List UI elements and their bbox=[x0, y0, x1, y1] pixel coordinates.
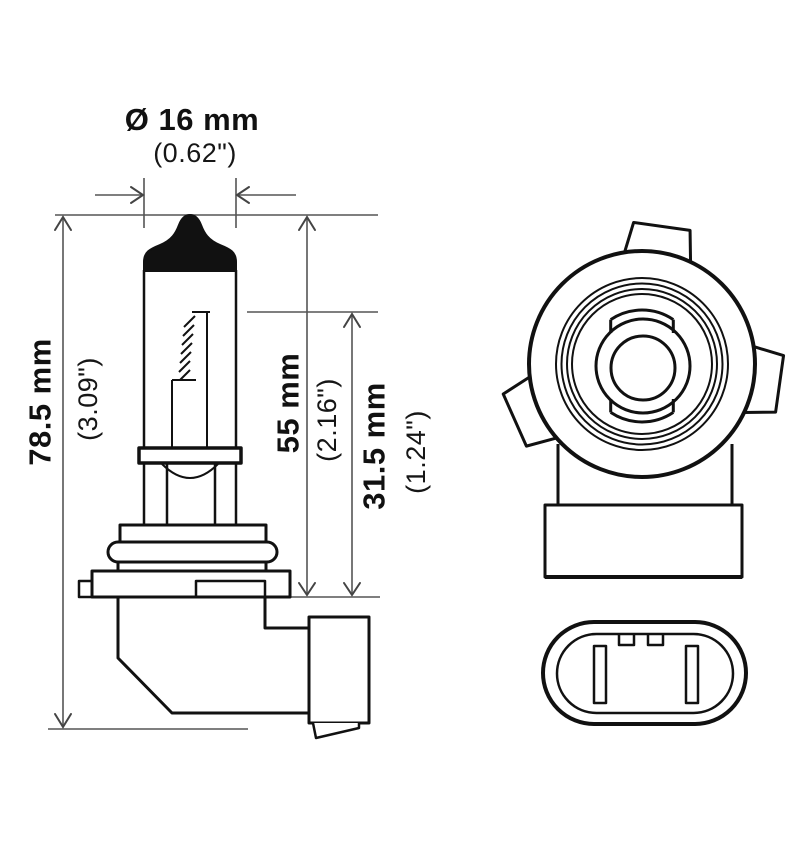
dimension-diameter-inch-label: (0.62") bbox=[153, 138, 237, 168]
base-neck bbox=[142, 464, 238, 525]
arrowhead-down bbox=[54, 713, 72, 729]
flange-tab bbox=[77, 579, 94, 599]
gasket-plate-upper bbox=[118, 523, 268, 544]
arrowhead-up bbox=[343, 312, 361, 328]
dimension-base-mm-label: 31.5 mm bbox=[357, 382, 392, 510]
focus-ring-brackets bbox=[609, 308, 675, 424]
mounting-flange bbox=[90, 569, 292, 599]
terminal-slot-right bbox=[684, 644, 700, 705]
filament-lead-right bbox=[192, 311, 210, 448]
keying-tab-right bbox=[743, 344, 786, 415]
flange-step bbox=[194, 579, 267, 599]
dimension-diameter-mm-label: Ø 16 mm bbox=[125, 102, 259, 137]
filament bbox=[171, 311, 210, 448]
connector-block-lip bbox=[311, 722, 361, 740]
base-collar bbox=[137, 446, 243, 465]
extension-lines bbox=[143, 178, 237, 228]
connector-shell-inner bbox=[555, 632, 735, 715]
lamp-center-circle bbox=[609, 334, 677, 402]
arrowhead-right bbox=[130, 186, 145, 204]
glass-pinch-arc bbox=[161, 463, 219, 479]
arrowhead-up bbox=[54, 215, 72, 231]
dimension-bulb-inch-label: (2.16") bbox=[312, 378, 342, 462]
arrowhead-down bbox=[298, 582, 316, 597]
keying-tab-top bbox=[622, 220, 693, 263]
front-base-plate bbox=[543, 503, 744, 579]
front-view bbox=[501, 220, 786, 579]
o-ring-gasket bbox=[106, 540, 279, 564]
connector-face-view bbox=[541, 620, 748, 726]
dimension-bulb-mm-label: 55 mm bbox=[271, 353, 306, 454]
side-view bbox=[77, 213, 371, 740]
dimension-base-inch-label: (1.24") bbox=[401, 410, 431, 494]
arrowhead-up bbox=[298, 215, 316, 231]
arrowhead-left bbox=[235, 186, 250, 204]
filament-lead-left bbox=[171, 379, 196, 448]
filament-coil bbox=[178, 315, 196, 381]
glass-tube bbox=[142, 270, 238, 448]
keying-tab-left bbox=[501, 375, 559, 448]
dimension-diameter: Ø 16 mm (0.62") bbox=[95, 102, 296, 228]
dimension-base-length: 31.5 mm (1.24") bbox=[247, 311, 431, 598]
lamp-seat-circle bbox=[594, 317, 692, 415]
front-body-sides bbox=[556, 444, 734, 505]
outer-flange-circle bbox=[527, 249, 757, 479]
terminal-slot-left bbox=[592, 644, 608, 705]
dimension-overall-inch-label: (3.09") bbox=[73, 357, 103, 441]
dimension-overall-mm-label: 78.5 mm bbox=[23, 338, 58, 466]
dimension-overall-length: 78.5 mm (3.09") bbox=[23, 214, 378, 730]
ring-band bbox=[555, 277, 729, 451]
keying-notches bbox=[617, 634, 665, 647]
black-painted-tip bbox=[143, 213, 237, 272]
base-housing bbox=[116, 597, 310, 715]
connector-block-side bbox=[307, 615, 371, 725]
arrowhead-down bbox=[343, 582, 361, 597]
dimension-bulb-length: 55 mm (2.16") bbox=[271, 215, 342, 597]
